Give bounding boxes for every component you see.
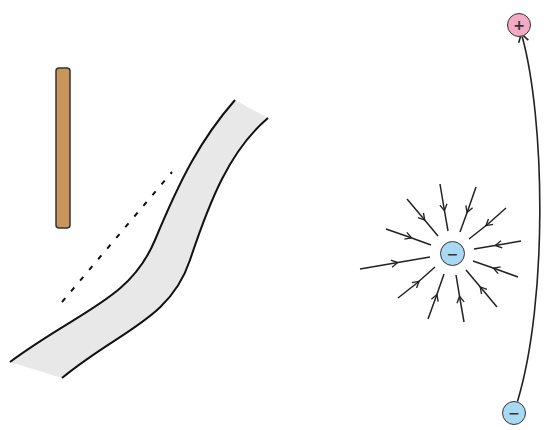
charge-sign: +	[513, 18, 525, 32]
charge-sign: −	[447, 247, 459, 261]
field-line-connector	[517, 37, 539, 402]
band-edge	[10, 100, 235, 362]
band-fill	[10, 100, 268, 378]
band-edge	[62, 118, 268, 378]
charge-sign: −	[508, 406, 520, 420]
field-lines	[360, 184, 521, 322]
charge-circle: +	[507, 13, 531, 37]
charge-circle: −	[440, 241, 465, 266]
dotted-line	[62, 172, 172, 302]
charge-circle: −	[502, 401, 526, 425]
rod	[56, 68, 70, 228]
